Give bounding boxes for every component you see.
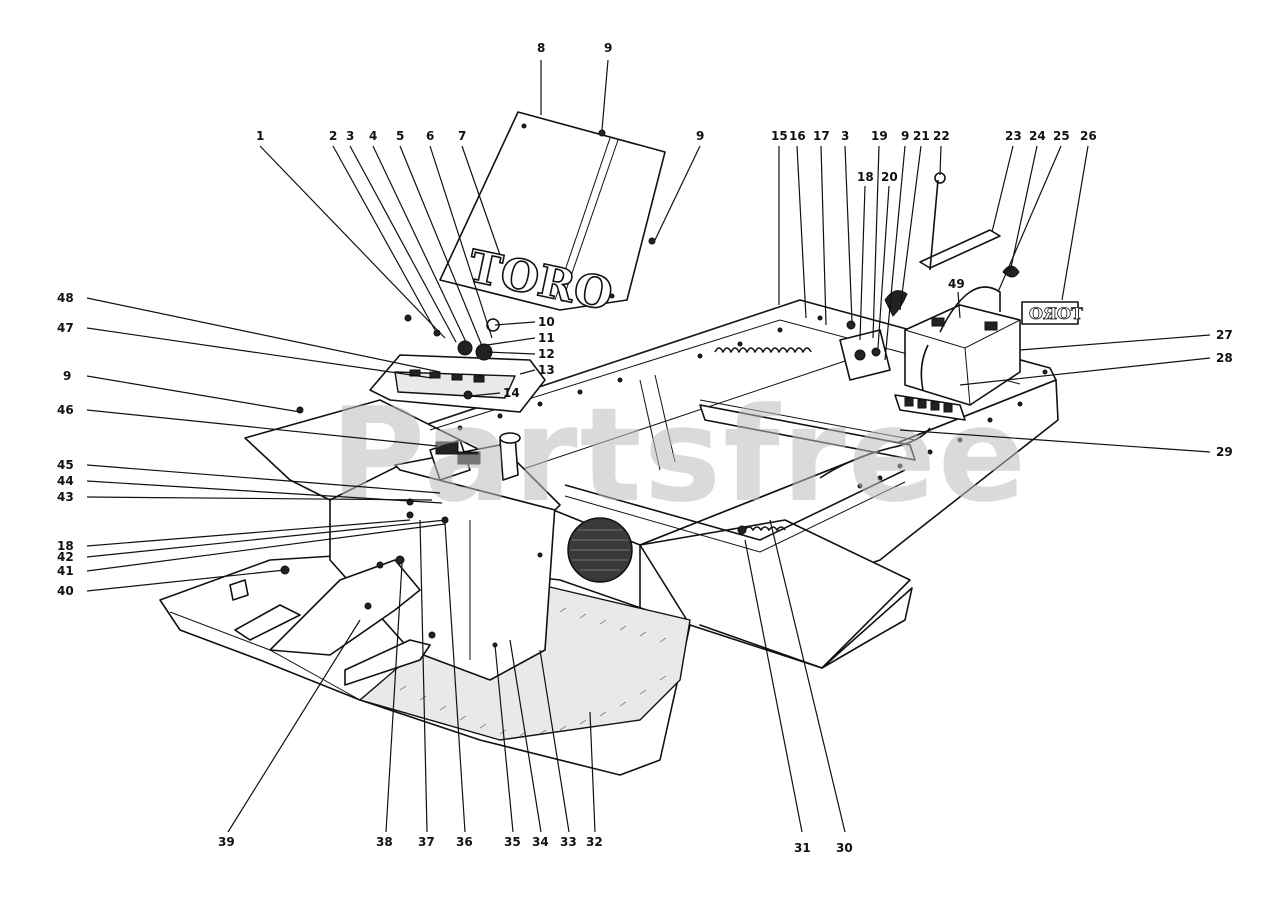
callout-9-top: 9 [604, 41, 612, 55]
callout-12: 12 [538, 347, 555, 361]
callout-7: 7 [458, 129, 466, 143]
callout-22: 22 [933, 129, 950, 143]
callout-41: 41 [57, 564, 74, 578]
callout-33: 33 [560, 835, 577, 849]
callout-18-left: 18 [57, 539, 74, 553]
callout-3-right: 3 [841, 129, 849, 143]
callout-8: 8 [537, 41, 545, 55]
callout-17: 17 [813, 129, 830, 143]
callout-38: 38 [376, 835, 393, 849]
watermark-text: Partsfree [330, 379, 1028, 531]
callout-19: 19 [871, 129, 888, 143]
callout-10: 10 [538, 315, 555, 329]
callout-44: 44 [57, 474, 74, 488]
callout-3: 3 [346, 129, 354, 143]
callout-16: 16 [789, 129, 806, 143]
hood: TORO [439, 111, 666, 322]
callout-9-left: 9 [63, 369, 71, 383]
callout-46: 46 [57, 403, 74, 417]
callout-9-hood: 9 [696, 129, 704, 143]
decal-text: OЯOT [1029, 304, 1083, 323]
callout-13: 13 [538, 363, 555, 377]
callout-14: 14 [503, 386, 520, 400]
callout-4: 4 [369, 129, 377, 143]
battery-area: OЯOT [819, 172, 1083, 479]
callout-39: 39 [218, 835, 235, 849]
callout-27: 27 [1216, 328, 1233, 342]
callout-47: 47 [57, 321, 74, 335]
callout-31: 31 [794, 841, 811, 855]
callout-24: 24 [1029, 129, 1046, 143]
callout-30: 30 [836, 841, 853, 855]
callout-2: 2 [329, 129, 337, 143]
callout-21: 21 [913, 129, 930, 143]
callout-37: 37 [418, 835, 435, 849]
callout-15: 15 [771, 129, 788, 143]
callout-labels: 1 2 3 4 5 6 7 8 9 9 10 11 12 13 14 15 16… [57, 41, 1233, 855]
callout-42: 42 [57, 550, 74, 564]
dash-column [229, 406, 561, 686]
callout-26: 26 [1080, 129, 1097, 143]
callout-20: 20 [881, 170, 898, 184]
callout-11: 11 [538, 331, 555, 345]
callout-35: 35 [504, 835, 521, 849]
callout-9-right: 9 [901, 129, 909, 143]
callout-45: 45 [57, 458, 74, 472]
callout-40: 40 [57, 584, 74, 598]
callout-32: 32 [586, 835, 603, 849]
callout-25: 25 [1053, 129, 1070, 143]
callout-34: 34 [532, 835, 549, 849]
callout-18-right: 18 [857, 170, 874, 184]
callout-49: 49 [948, 277, 965, 291]
instrument-panel [369, 314, 546, 413]
leader-lines [86, 59, 1211, 833]
callout-36: 36 [456, 835, 473, 849]
callout-1: 1 [256, 129, 264, 143]
callout-23: 23 [1005, 129, 1022, 143]
callout-43: 43 [57, 490, 74, 504]
callout-29: 29 [1216, 445, 1233, 459]
callout-6: 6 [426, 129, 434, 143]
callout-5: 5 [396, 129, 404, 143]
callout-48: 48 [57, 291, 74, 305]
callout-28: 28 [1216, 351, 1233, 365]
